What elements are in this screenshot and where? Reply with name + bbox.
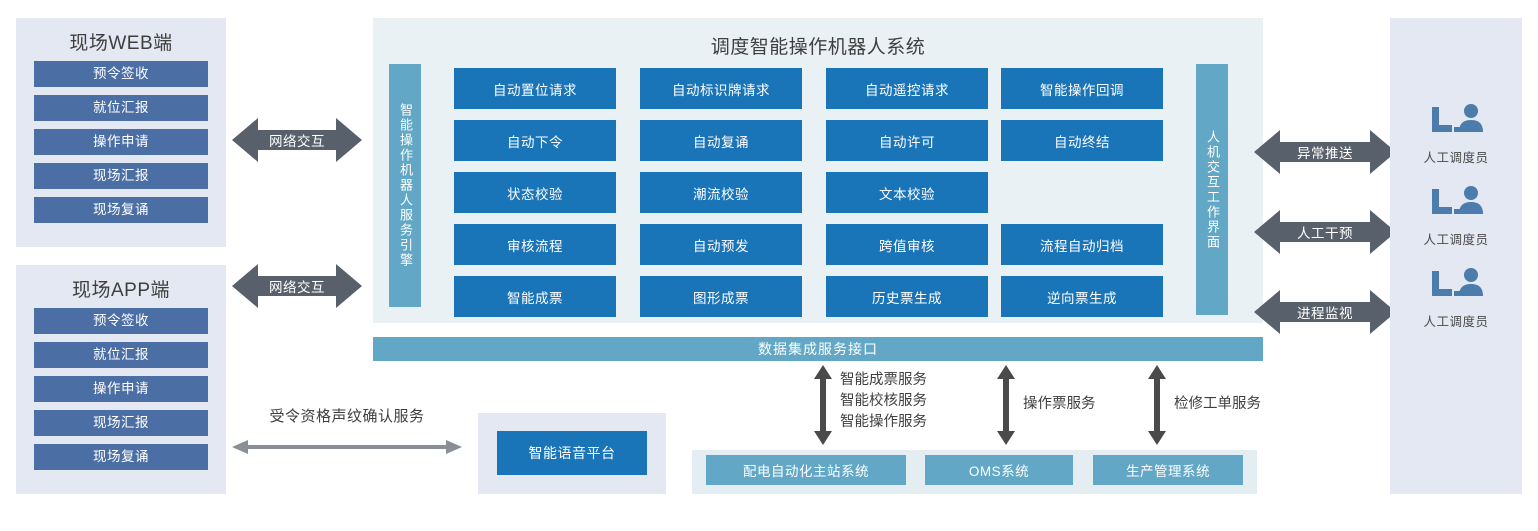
app-client-item[interactable]: 现场复诵 [34, 444, 208, 470]
service-line: 操作票服务 [1023, 396, 1096, 412]
web-client-title: 现场WEB端 [69, 33, 173, 54]
feature-cell[interactable]: 潮流校验 [640, 172, 802, 213]
app-client-title: 现场APP端 [71, 280, 171, 301]
feature-cell[interactable]: 跨值审核 [826, 224, 988, 265]
feature-cell-empty [1001, 172, 1163, 213]
dispatcher-entry: 人工调度员 [1396, 185, 1516, 248]
service-arrow-oms-label: 操作票服务 [1023, 394, 1096, 415]
external-system-box[interactable]: OMS系统 [925, 455, 1073, 485]
feature-cell[interactable]: 自动下令 [454, 120, 616, 161]
feature-cell[interactable]: 自动复诵 [640, 120, 802, 161]
service-arrow-oms [995, 365, 1017, 445]
dispatcher-label: 人工调度员 [1423, 233, 1489, 247]
dispatcher-entry: 人工调度员 [1396, 103, 1516, 166]
web-client-item[interactable]: 现场汇报 [34, 163, 208, 189]
dispatcher-label: 人工调度员 [1423, 151, 1489, 165]
service-line: 检修工单服务 [1174, 396, 1261, 412]
web-client-item[interactable]: 预令签收 [34, 61, 208, 87]
feature-cell[interactable]: 自动遥控请求 [826, 68, 988, 109]
page-title: 调度智能操作机器人系统 [710, 37, 926, 58]
service-arrow-ticket-label: 智能成票服务 智能校核服务 智能操作服务 [840, 370, 927, 433]
voiceprint-service-label: 受令资格声纹确认服务 [269, 408, 425, 425]
service-line: 智能操作服务 [840, 414, 927, 430]
operator-console-icon [1426, 268, 1486, 309]
feature-cell[interactable]: 历史票生成 [826, 276, 988, 317]
feature-cell[interactable]: 状态校验 [454, 172, 616, 213]
feature-cell[interactable]: 逆向票生成 [1001, 276, 1163, 317]
service-line: 智能成票服务 [840, 372, 927, 388]
feature-cell[interactable]: 自动预发 [640, 224, 802, 265]
data-integration-bus: 数据集成服务接口 [373, 337, 1263, 361]
service-engine-bar: 智能操作机器人服务引擎 [389, 64, 421, 307]
manual-intervention-arrow: 人工干预 [1254, 208, 1396, 256]
dispatcher-panel [1390, 18, 1522, 494]
feature-cell[interactable]: 自动标识牌请求 [640, 68, 802, 109]
feature-cell[interactable]: 智能成票 [454, 276, 616, 317]
external-system-box[interactable]: 配电自动化主站系统 [706, 455, 906, 485]
service-line: 智能校核服务 [840, 393, 927, 409]
app-client-item[interactable]: 就位汇报 [34, 342, 208, 368]
process-monitor-arrow: 进程监视 [1254, 288, 1396, 336]
feature-cell[interactable]: 自动许可 [826, 120, 988, 161]
feature-cell[interactable]: 智能操作回调 [1001, 68, 1163, 109]
exception-push-arrow: 异常推送 [1254, 128, 1396, 176]
app-client-panel: 现场APP端 预令签收 就位汇报 操作申请 现场汇报 现场复诵 [16, 265, 226, 494]
web-client-item[interactable]: 就位汇报 [34, 95, 208, 121]
hmi-interface-bar: 人机交互工作界面 [1196, 64, 1228, 315]
network-arrow-app: 网络交互 [232, 262, 362, 310]
voiceprint-arrow [232, 437, 462, 457]
app-client-item[interactable]: 预令签收 [34, 308, 208, 334]
web-client-item[interactable]: 操作申请 [34, 129, 208, 155]
external-system-box[interactable]: 生产管理系统 [1093, 455, 1243, 485]
feature-cell[interactable]: 自动置位请求 [454, 68, 616, 109]
feature-cell[interactable]: 文本校验 [826, 172, 988, 213]
feature-cell[interactable]: 流程自动归档 [1001, 224, 1163, 265]
feature-cell[interactable]: 自动终结 [1001, 120, 1163, 161]
service-arrow-maintenance [1146, 365, 1168, 445]
feature-cell[interactable]: 图形成票 [640, 276, 802, 317]
web-client-item[interactable]: 现场复诵 [34, 197, 208, 223]
voice-platform-box[interactable]: 智能语音平台 [497, 431, 647, 475]
app-client-item[interactable]: 现场汇报 [34, 410, 208, 436]
service-arrow-ticket [812, 365, 834, 445]
feature-cell[interactable]: 审核流程 [454, 224, 616, 265]
network-arrow-web: 网络交互 [232, 116, 362, 164]
service-arrow-maintenance-label: 检修工单服务 [1174, 394, 1261, 415]
app-client-item[interactable]: 操作申请 [34, 376, 208, 402]
dispatcher-label: 人工调度员 [1423, 315, 1489, 329]
operator-console-icon [1426, 186, 1486, 227]
dispatcher-entry: 人工调度员 [1396, 267, 1516, 330]
operator-console-icon [1426, 104, 1486, 145]
web-client-panel: 现场WEB端 预令签收 就位汇报 操作申请 现场汇报 现场复诵 [16, 18, 226, 247]
